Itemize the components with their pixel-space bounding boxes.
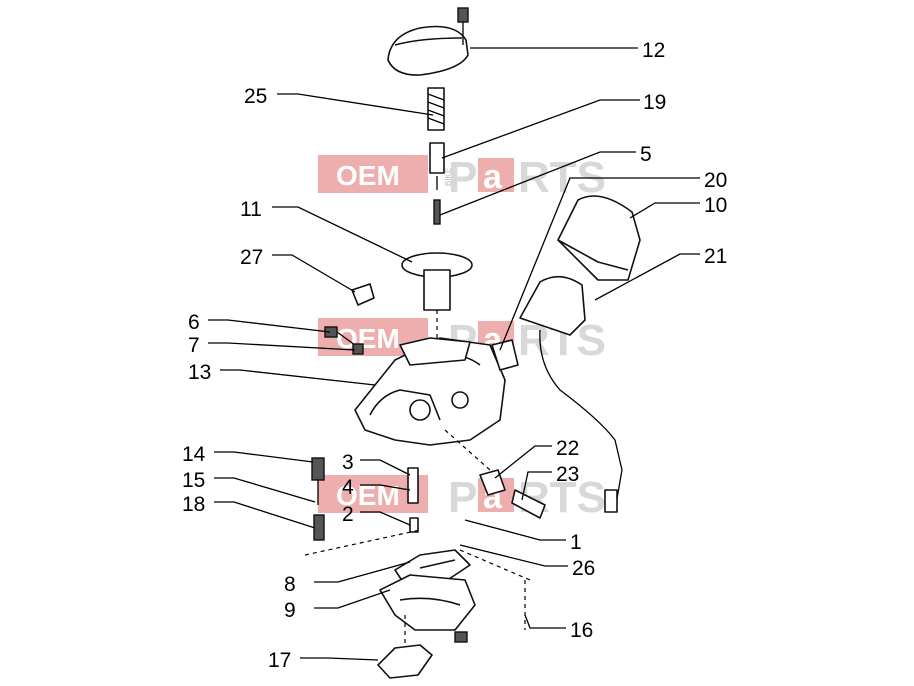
callout-20: 20 xyxy=(704,169,727,192)
callout-13: 13 xyxy=(188,361,211,384)
svg-text:BIKE: BIKE xyxy=(444,168,453,186)
callout-8: 8 xyxy=(284,573,296,596)
callout-3: 3 xyxy=(342,451,354,474)
callout-7: 7 xyxy=(188,334,200,357)
svg-text:P: P xyxy=(448,153,477,202)
callout-12: 12 xyxy=(642,39,665,62)
watermark-oem-parts-top: OEM P a RTS BIKE xyxy=(318,153,606,202)
callout-14: 14 xyxy=(182,443,206,466)
callout-4: 4 xyxy=(342,476,354,499)
part-float-needle-spring xyxy=(479,469,546,519)
callout-leaders xyxy=(208,47,700,661)
callout-10: 10 xyxy=(704,194,727,217)
callout-16: 16 xyxy=(570,619,593,642)
part-drain-plate xyxy=(377,644,433,679)
callout-2: 2 xyxy=(342,503,354,526)
callout-26: 26 xyxy=(572,557,595,580)
part-air-box-cover xyxy=(557,195,641,281)
part-jet-needle xyxy=(433,199,441,225)
part-spring xyxy=(427,87,445,131)
part-dashed-leaders xyxy=(304,429,531,630)
part-slide-valve xyxy=(401,252,473,345)
svg-text:a: a xyxy=(483,158,503,196)
callout-17: 17 xyxy=(268,649,291,672)
callout-9: 9 xyxy=(284,599,296,622)
part-top-cover xyxy=(387,7,469,76)
part-main-jet xyxy=(407,467,419,533)
callout-21: 21 xyxy=(704,245,727,268)
callout-23: 23 xyxy=(556,463,579,486)
callout-18: 18 xyxy=(182,493,205,516)
part-clip xyxy=(351,283,375,306)
svg-text:P: P xyxy=(448,473,477,522)
callout-15: 15 xyxy=(182,469,205,492)
callout-25: 25 xyxy=(244,85,267,108)
callout-19: 19 xyxy=(643,91,666,114)
callout-labels: 12 25 19 5 20 10 11 21 27 6 7 13 14 3 22… xyxy=(182,39,727,672)
part-float-bowl xyxy=(379,574,476,645)
part-screw-small xyxy=(324,326,364,355)
part-needle-holder xyxy=(429,142,445,190)
callout-6: 6 xyxy=(188,311,200,334)
callout-1: 1 xyxy=(570,531,582,554)
part-choke-housing xyxy=(491,275,623,513)
part-carburetor-body xyxy=(354,337,506,446)
callout-27: 27 xyxy=(240,246,263,269)
callout-22: 22 xyxy=(556,437,579,460)
callout-11: 11 xyxy=(240,198,262,221)
svg-text:OEM: OEM xyxy=(336,160,400,191)
part-idle-screw xyxy=(311,457,325,541)
callout-5: 5 xyxy=(640,143,652,166)
